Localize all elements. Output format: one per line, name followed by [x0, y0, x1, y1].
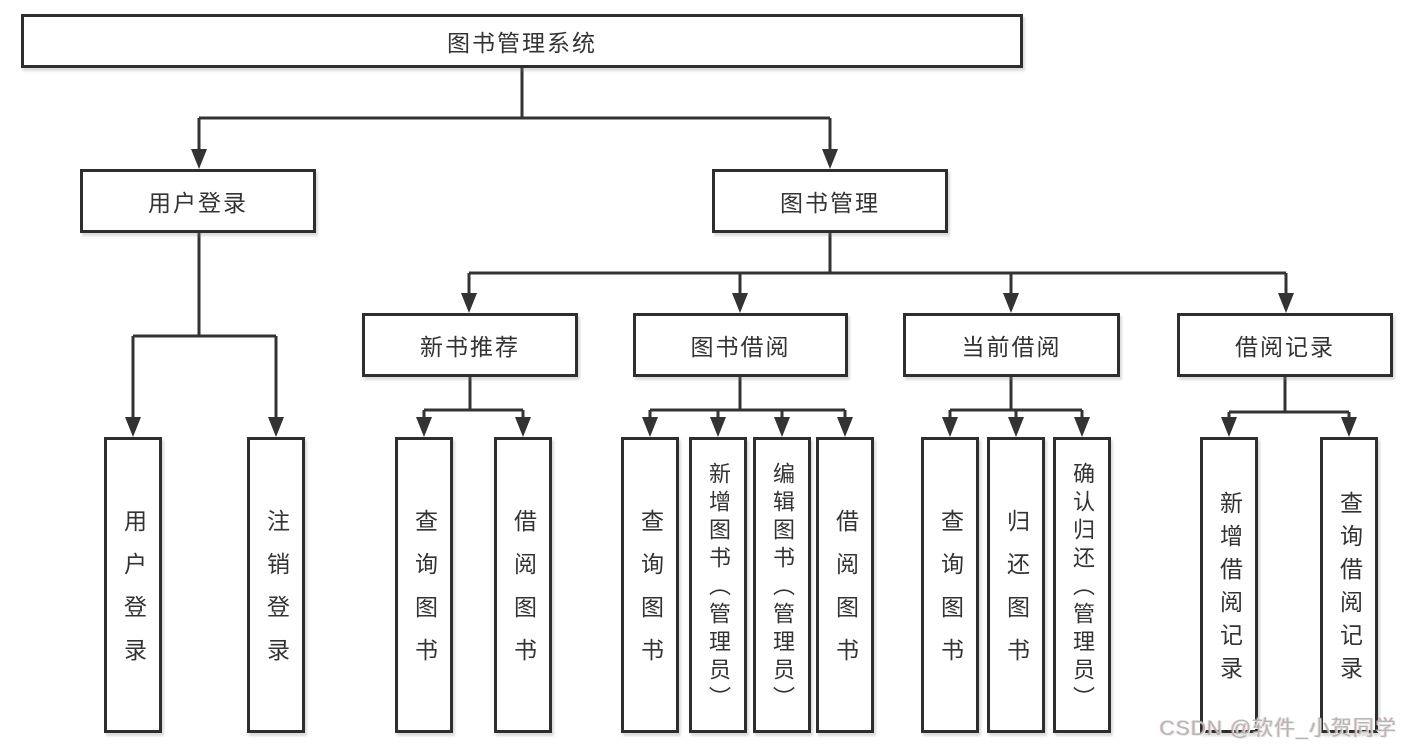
leaf-add-book-admin-label: 新增图书（管理员）: [706, 462, 731, 714]
leaf-query-borrow-record: 查询借阅记录: [1320, 437, 1378, 733]
leaf-user-login-label: 用户登录: [120, 509, 147, 681]
leaf-borrow-books-2: 借阅图书: [816, 437, 874, 733]
node-book-management: 图书管理: [712, 169, 948, 233]
leaf-add-book-admin: 新增图书（管理员）: [689, 437, 747, 733]
leaf-edit-book-admin: 编辑图书（管理员）: [753, 437, 811, 733]
leaf-confirm-return-admin: 确认归还（管理员）: [1053, 437, 1111, 733]
node-user-login: 用户登录: [80, 169, 316, 233]
leaf-return-book: 归还图书: [987, 437, 1045, 733]
leaf-edit-book-admin-label: 编辑图书（管理员）: [770, 462, 795, 714]
leaf-add-borrow-record-label: 新增借阅记录: [1216, 491, 1243, 689]
leaf-query-books-3: 查询图书: [921, 437, 979, 733]
leaf-add-borrow-record: 新增借阅记录: [1200, 437, 1258, 733]
leaf-user-login: 用户登录: [104, 437, 162, 733]
arrowhead-icons: [125, 149, 1357, 437]
csdn-watermark: CSDN @软件_小贺同学: [1159, 717, 1397, 740]
leaf-query-books-1: 查询图书: [395, 437, 453, 733]
leaf-query-books-3-label: 查询图书: [937, 509, 964, 681]
node-borrow-records: 借阅记录: [1177, 313, 1393, 377]
leaf-confirm-return-admin-label: 确认归还（管理员）: [1070, 462, 1095, 714]
leaf-logout-label: 注销登录: [263, 509, 290, 681]
node-user-login-label: 用户登录: [148, 190, 248, 216]
root-node-label: 图书管理系统: [447, 30, 597, 56]
node-new-book-recommend-label: 新书推荐: [420, 334, 520, 360]
node-current-borrow-label: 当前借阅: [961, 334, 1062, 360]
leaf-borrow-books-1-label: 借阅图书: [510, 509, 537, 681]
leaf-return-book-label: 归还图书: [1003, 509, 1030, 681]
node-borrow-records-label: 借阅记录: [1235, 334, 1335, 360]
leaf-borrow-books-2-label: 借阅图书: [832, 509, 859, 681]
root-node: 图书管理系统: [21, 14, 1023, 68]
node-book-borrow-label: 图书借阅: [690, 334, 791, 360]
node-book-management-label: 图书管理: [780, 190, 880, 216]
leaf-query-borrow-record-label: 查询借阅记录: [1336, 491, 1363, 689]
leaf-query-books-1-label: 查询图书: [411, 509, 438, 681]
leaf-query-books-2: 查询图书: [621, 437, 679, 733]
node-current-borrow: 当前借阅: [903, 313, 1120, 377]
leaf-borrow-books-1: 借阅图书: [494, 437, 552, 733]
leaf-query-books-2-label: 查询图书: [637, 509, 664, 681]
node-book-borrow: 图书借阅: [633, 313, 848, 377]
leaf-logout: 注销登录: [247, 437, 305, 733]
node-new-book-recommend: 新书推荐: [362, 313, 578, 377]
